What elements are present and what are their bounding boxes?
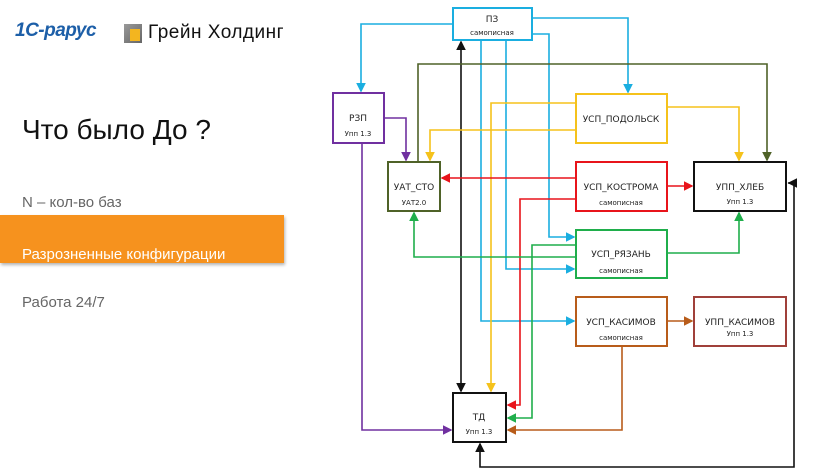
bullet-bases-count: N – кол-во баз [22,194,122,211]
node-hleb: УПП_ХЛЕБ Упп 1.3 [693,161,787,212]
svg-text:Упп 1.3: Упп 1.3 [345,130,372,138]
highlight-band: Разрозненные конфигурации [0,215,284,263]
edge-ryazan-td [506,244,576,423]
svg-text:самописная: самописная [599,267,643,275]
node-ryazan: УСП_РЯЗАНЬ самописная [575,229,668,279]
svg-text:Упп 1.3: Упп 1.3 [466,428,493,436]
bullet-configurations: Разрозненные конфигурации [22,246,226,263]
edge-pz-podolsk [532,17,633,94]
node-rzp: РЗП Упп 1.3 [332,92,385,144]
svg-text:Упп 1.3: Упп 1.3 [727,198,754,206]
logo-grain-holding: Грейн Холдинг [124,22,284,44]
slide-title: Что было До ? [22,114,211,145]
node-kostroma: УСП_КОСТРОМА самописная [575,161,668,212]
svg-text:Упп 1.3: Упп 1.3 [727,330,754,338]
logo-1c-rarus: 1С-рарус [15,20,97,41]
svg-text:УСП_ПОДОЛЬСК: УСП_ПОДОЛЬСК [583,115,660,125]
svg-text:самописная: самописная [470,29,514,37]
node-podolsk: УСП_ПОДОЛЬСК [575,93,668,144]
edge-rzp-td [361,143,453,435]
edge-podolsk-td [486,102,576,393]
svg-text:УАТ_СТО: УАТ_СТО [394,183,435,193]
svg-text:УСП_КАСИМОВ: УСП_КАСИМОВ [586,318,656,328]
node-pz: ПЗ самописная [452,7,533,41]
edge-pz-ryazan-2 [505,40,576,274]
edge-rzp-uat [384,117,411,162]
svg-text:УПП_ХЛЕБ: УПП_ХЛЕБ [716,183,764,193]
svg-text:УАТ2.0: УАТ2.0 [402,199,426,207]
edge-uat-hleb [417,63,772,162]
node-kasimov: УСП_КАСИМОВ самописная [575,296,668,347]
node-uat-sto: УАТ_СТО УАТ2.0 [387,161,441,212]
svg-text:ПЗ: ПЗ [486,15,499,25]
svg-text:УСП_КОСТРОМА: УСП_КОСТРОМА [584,183,660,193]
edge-podolsk-uat [425,129,576,162]
svg-text:УПП_КАСИМОВ: УПП_КАСИМОВ [705,318,775,328]
edge-kasimov-td [506,346,623,435]
edge-podolsk-hleb [667,106,744,162]
grain-logo-icon [124,23,142,43]
svg-text:УСП_РЯЗАНЬ: УСП_РЯЗАНЬ [591,250,651,260]
svg-text:самописная: самописная [599,199,643,207]
node-upp-kasimov: УПП_КАСИМОВ Упп 1.3 [693,296,787,347]
bullet-24-7: Работа 24/7 [22,294,105,311]
svg-text:РЗП: РЗП [349,114,367,124]
edge-ryazan-hleb [667,211,744,254]
edge-pz-rzp [356,23,453,93]
svg-text:ТД: ТД [472,413,486,423]
node-td: ТД Упп 1.3 [452,392,507,443]
svg-text:самописная: самописная [599,334,643,342]
edge-kostroma-td [506,198,576,410]
edge-ryazan-uat [409,211,576,258]
edge-pz-ryazan-1 [532,33,576,242]
grain-logo-text: Грейн Холдинг [148,22,285,43]
edge-pz-kasimov [480,40,576,326]
